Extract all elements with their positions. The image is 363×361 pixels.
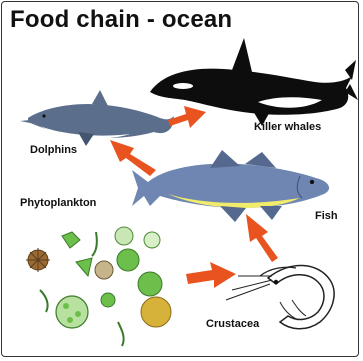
- label-fish: Fish: [315, 210, 338, 222]
- label-phytoplankton: Phytoplankton: [20, 197, 96, 209]
- phytoplankton-icon: [26, 227, 171, 346]
- killer-whale-icon: [150, 38, 358, 126]
- label-killer-whales: Killer whales: [254, 121, 321, 133]
- fish-icon: [132, 150, 329, 222]
- label-dolphins: Dolphins: [30, 144, 77, 156]
- label-crustacea: Crustacea: [206, 318, 259, 330]
- dolphin-icon: [20, 90, 174, 146]
